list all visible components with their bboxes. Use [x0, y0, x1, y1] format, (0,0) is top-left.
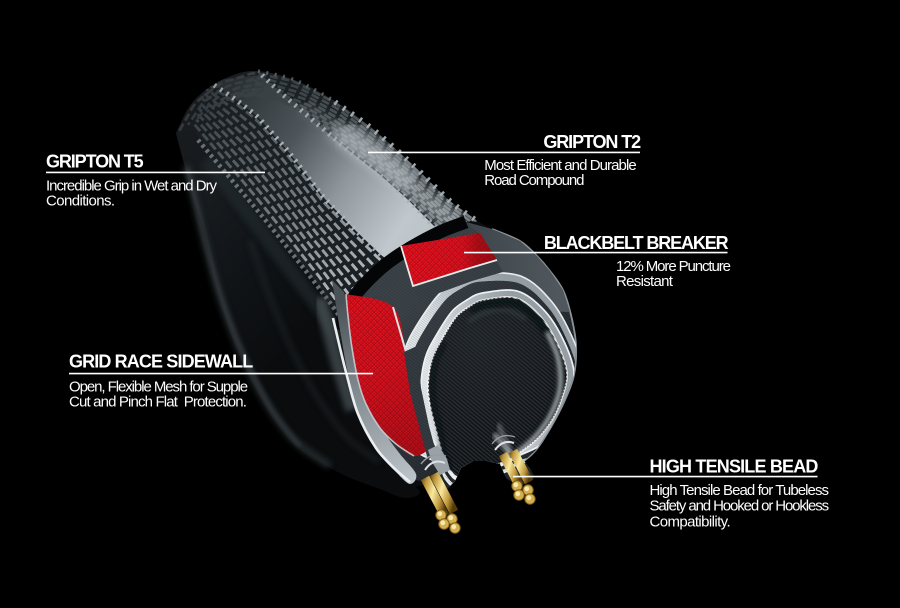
svg-text:Incredible Grip in Wet and Dry: Incredible Grip in Wet and Dry	[46, 178, 218, 195]
svg-text:BLACKBELT BREAKER: BLACKBELT BREAKER	[544, 233, 729, 253]
svg-text:Most Efficient and Durable: Most Efficient and Durable	[484, 157, 636, 174]
svg-text:Cut and Pinch Flat Protection: Cut and Pinch Flat Protection.	[69, 394, 246, 411]
svg-text:Compatibility.: Compatibility.	[650, 513, 731, 530]
svg-text:Road Compound: Road Compound	[484, 172, 584, 189]
svg-text:GRIPTON T2: GRIPTON T2	[543, 132, 641, 152]
svg-text:GRIPTON T5: GRIPTON T5	[46, 151, 144, 171]
svg-text:HIGH TENSILE BEAD: HIGH TENSILE BEAD	[650, 457, 819, 477]
svg-text:Safety and Hooked or Hookless: Safety and Hooked or Hookless	[650, 497, 829, 514]
svg-text:12% More Puncture: 12% More Puncture	[616, 258, 731, 275]
svg-text:Open, Flexible Mesh for Supple: Open, Flexible Mesh for Supple	[69, 378, 248, 395]
svg-text:Conditions.: Conditions.	[46, 193, 114, 210]
svg-text:High Tensile Bead for Tubeless: High Tensile Bead for Tubeless	[650, 482, 829, 499]
svg-text:Resistant: Resistant	[616, 273, 674, 290]
svg-text:GRID RACE SIDEWALL: GRID RACE SIDEWALL	[69, 352, 253, 372]
